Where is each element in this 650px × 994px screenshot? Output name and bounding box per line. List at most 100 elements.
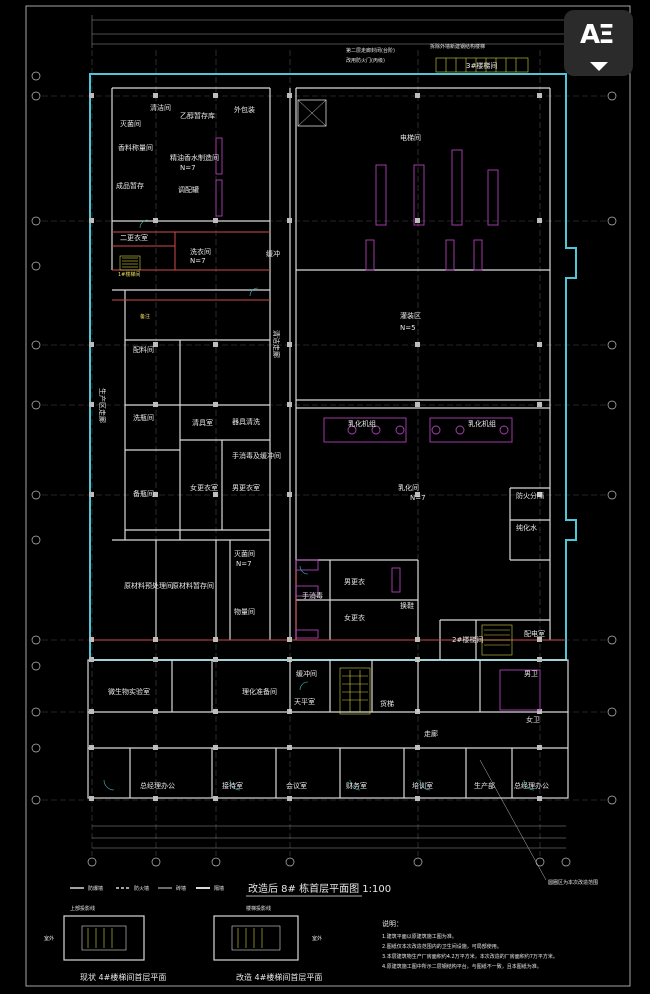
leader-line	[479, 759, 547, 881]
top-note-1: 第二层走廊封闭(台阶)	[346, 47, 395, 54]
room-label: 乳化机组	[468, 419, 496, 428]
room-label: 男更衣	[344, 577, 365, 586]
room-label: N=7	[190, 257, 206, 265]
room-label: 清洁走廊	[272, 330, 281, 358]
room-label: 纯化水	[516, 523, 537, 532]
room-label: 原材料预处理间	[124, 581, 173, 590]
bottom-dimension-lines	[92, 825, 566, 849]
notes-heading: 说明：	[382, 919, 403, 928]
room-label: N=5	[400, 324, 416, 332]
legend-label: 砖墙	[176, 885, 186, 892]
stair-3-label: 3#楼梯间	[466, 61, 497, 70]
door-swings	[103, 219, 535, 791]
inset-top-label: 楼梯投影线	[246, 905, 271, 912]
room-label: 1#楼梯间	[118, 271, 140, 278]
chevron-down-icon	[590, 62, 608, 71]
room-label: 缓冲	[266, 249, 280, 258]
room-label: 手消毒及缓冲间	[232, 451, 281, 460]
room-label: 男卫	[524, 670, 538, 678]
room-label: 天平室	[294, 697, 315, 706]
elevator	[297, 99, 327, 127]
room-label: 接待室	[222, 781, 243, 790]
room-label: 物量间	[234, 607, 255, 616]
note-line: 4.原建筑施工图中所示二层钢结构平台。与图纸不一致，且本图纸为准。	[382, 963, 542, 970]
room-label: 微生物实验室	[108, 687, 150, 696]
room-label: 货梯	[380, 699, 394, 708]
legend-label: 防爆墙	[88, 885, 103, 892]
room-label: 灭菌间	[234, 549, 255, 558]
room-label: 理化准备间	[242, 687, 277, 696]
process-equipment	[215, 137, 541, 711]
wall-legend: 防爆墙 防火墙 砖墙 隔墙	[70, 885, 224, 892]
grid-bubbles-left	[31, 71, 41, 805]
room-label: 女更衣室	[190, 483, 218, 492]
room-label: 洗瓶间	[133, 413, 154, 422]
top-note-2: 改用防火门(丙级)	[346, 57, 385, 64]
room-label: 缓冲间	[296, 669, 317, 678]
reader-mode-icon: AΞ	[580, 20, 615, 50]
inset-top-label: 上部投影线	[70, 905, 95, 912]
room-label: N=7	[410, 494, 426, 502]
outdoor-label: 室外	[44, 935, 54, 942]
room-label: 乙醇暂存库	[180, 111, 215, 120]
room-label: 乳化间	[398, 483, 419, 492]
room-label: 培训室	[412, 781, 433, 790]
note-line: 1.建筑平面以原建筑施工图为准。	[382, 933, 457, 940]
room-label: 备注	[140, 313, 150, 320]
inset-modified: 楼梯投影线 室外 改造 4#楼梯间首层平面	[213, 905, 322, 982]
general-notes: 说明： 1.建筑平面以原建筑施工图为准。 2.图纸仅本次改造范围内的卫生间设施，…	[382, 919, 558, 970]
room-label: 备瓶间	[133, 489, 154, 498]
room-label: 成品暂存	[116, 181, 144, 190]
grid-lines	[42, 50, 608, 856]
room-label: 配料间	[133, 345, 154, 354]
structural-columns	[89, 93, 542, 801]
room-label: N=7	[236, 560, 252, 568]
room-label: 灌装区	[400, 311, 421, 320]
room-label: 电梯间	[400, 133, 421, 142]
room-label: 清洁间	[150, 103, 171, 112]
room-label: 男更衣室	[232, 483, 260, 492]
inset-title-right: 改造 4#楼梯间首层平面	[236, 972, 322, 982]
grid-bubbles-bottom	[87, 857, 571, 867]
room-label: 精油香水制造间	[170, 153, 219, 162]
room-label: 调配罐	[178, 185, 199, 194]
office-walls	[129, 660, 513, 798]
room-label: 2#楼梯间	[452, 635, 483, 644]
room-labels: 清洁间 乙醇暂存库 外包装 灭菌间 精油香水制造间 N=7 香料称量间 调配罐 …	[98, 103, 549, 790]
interior-walls	[111, 87, 551, 660]
room-label: 女卫	[526, 715, 540, 724]
note-line: 3.本层建筑物生产厂房面积约4.2万平方米，本次改造的厂房面积约7万平方米。	[382, 953, 558, 960]
reader-mode-button[interactable]: AΞ	[564, 10, 633, 76]
room-label: 原材料暂存间	[172, 581, 214, 590]
new-partitions	[90, 231, 566, 641]
room-label: 香料称量间	[118, 143, 153, 152]
stairs	[119, 57, 529, 715]
room-label: 外包装	[234, 105, 255, 114]
room-label: 财务室	[346, 781, 367, 790]
room-label: 女更衣	[344, 613, 365, 622]
legend-label: 防火墙	[134, 885, 149, 892]
room-label: N=7	[180, 164, 196, 172]
grid-bubbles-right	[607, 91, 617, 805]
top-notes: 第二层走廊封闭(台阶) 改用防火门(丙级) 拆除外墙新建钢结构楼梯 3#楼梯间	[346, 43, 497, 70]
top-note-3: 拆除外墙新建钢结构楼梯	[430, 43, 485, 50]
top-dimension-lines	[91, 15, 567, 48]
room-label: 总经理办公	[514, 781, 549, 790]
room-label: 器具清洗	[232, 417, 260, 426]
scope-note: 圆圈区为本次改造范围	[548, 879, 598, 886]
drawing-frame	[25, 5, 631, 987]
room-label: 乳化机组	[348, 419, 376, 428]
room-label: 清具室	[192, 418, 213, 427]
note-line: 2.图纸仅本次改造范围内的卫生间设施，可局部使用。	[382, 943, 502, 950]
drawing-title: 改造后 8# 栋首层平面图 1:100	[248, 882, 391, 895]
room-label: 换鞋	[400, 601, 414, 610]
room-label: 生产区走廊	[98, 388, 107, 423]
room-label: 会议室	[286, 781, 307, 790]
room-label: 防火分隔	[516, 491, 544, 500]
room-label: 总经理办公	[140, 781, 175, 790]
legend-label: 隔墙	[214, 885, 224, 892]
building-outline	[87, 73, 577, 799]
room-label: 生产部	[474, 781, 495, 790]
outdoor-label: 室外	[312, 935, 322, 942]
